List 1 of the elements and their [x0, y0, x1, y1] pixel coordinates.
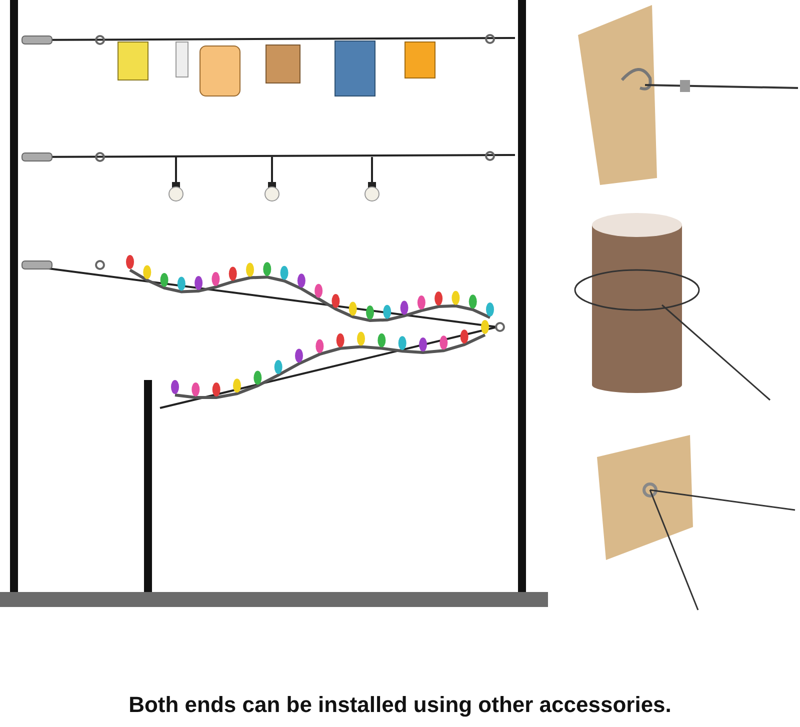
caption: Both ends can be installed using other accessories.	[128, 691, 672, 719]
